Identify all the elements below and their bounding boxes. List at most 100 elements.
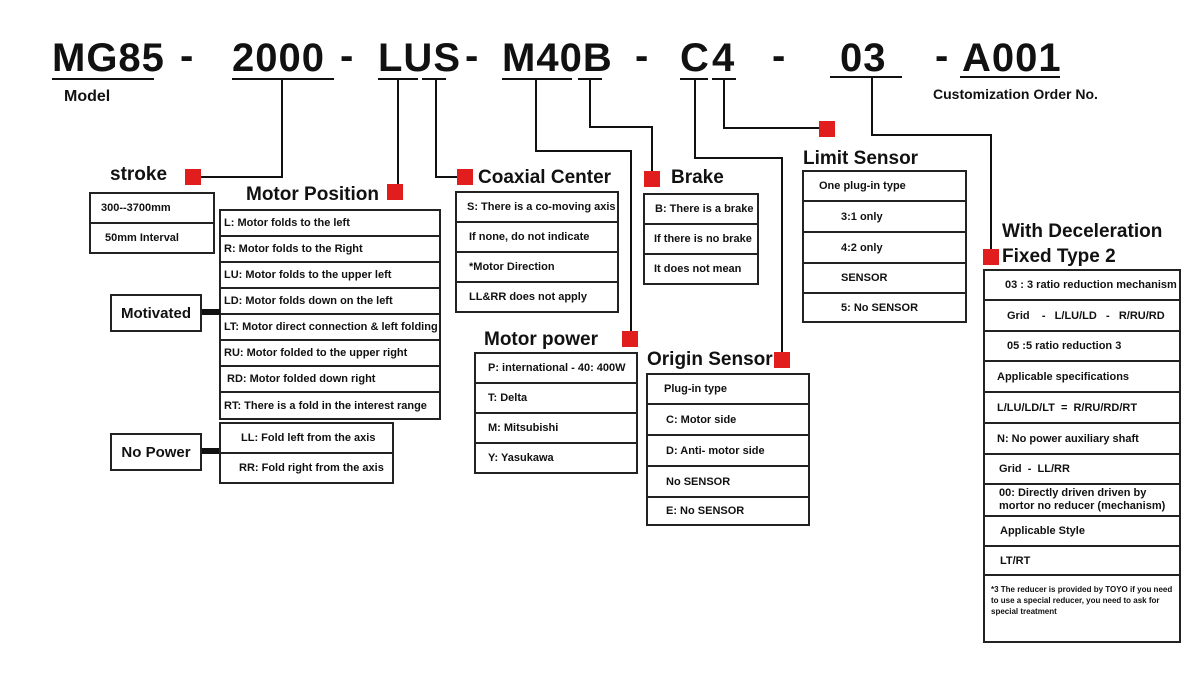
underline-coaxial <box>422 78 446 80</box>
table-row: Applicable Style <box>985 517 1179 547</box>
table-row: 4:2 only <box>804 233 965 264</box>
marker-stroke <box>185 169 201 185</box>
table-row: Grid - L/LU/LD - R/RU/RD <box>985 301 1179 332</box>
table-row: One plug-in type <box>804 172 965 202</box>
code-origin: C <box>680 36 710 80</box>
separator: - <box>935 34 949 78</box>
table-row: LT: Motor direct connection & left foldi… <box>221 315 439 341</box>
connector-brake <box>589 78 653 172</box>
table-row: L/LU/LD/LT = R/RU/RD/RT <box>985 393 1179 424</box>
separator: - <box>772 34 786 78</box>
marker-deceleration <box>983 249 999 265</box>
connector-no-power <box>202 448 220 454</box>
underline-power <box>502 78 572 80</box>
underline-limit <box>712 78 736 80</box>
code-stroke: 2000 <box>232 36 325 80</box>
table-row: *Motor Direction <box>457 253 617 283</box>
separator: - <box>635 34 649 78</box>
table-row: P: international - 40: 400W <box>476 354 636 384</box>
table-coaxial: S: There is a co-moving axis If none, do… <box>455 191 619 313</box>
table-row: LL&RR does not apply <box>469 291 587 303</box>
connector-origin-sensor <box>694 78 783 352</box>
code-deceleration: 03 <box>840 36 887 80</box>
code-position: LUS <box>378 36 461 80</box>
marker-brake <box>644 171 660 187</box>
table-origin-sensor: Plug-in type C: Motor side D: Anti- moto… <box>646 373 810 526</box>
table-row: 300--3700mm <box>91 194 213 224</box>
title-stroke: stroke <box>110 164 168 185</box>
table-row: RU: Motor folded to the upper right <box>221 341 439 367</box>
underline-origin <box>680 78 708 80</box>
title-origin-sensor: Origin Sensor <box>647 349 773 370</box>
title-deceleration-2: Fixed Type 2 <box>1002 246 1116 267</box>
marker-motor-position <box>387 184 403 200</box>
table-row: 00: Directly driven driven by mortor no … <box>985 485 1179 517</box>
title-brake: Brake <box>671 167 724 188</box>
marker-coaxial <box>457 169 473 185</box>
table-row: N: No power auxiliary shaft <box>985 424 1179 455</box>
title-motor-position: Motor Position <box>246 184 379 205</box>
table-row: Plug-in type <box>648 375 808 405</box>
connector-coaxial <box>435 78 458 178</box>
table-row: RD: Motor folded down right <box>221 367 439 393</box>
table-stroke: 300--3700mm 50mm Interval <box>89 192 215 254</box>
table-row: LT/RT <box>985 547 1179 576</box>
table-motor-power: P: international - 40: 400W T: Delta M: … <box>474 352 638 474</box>
code-model: MG85 <box>52 36 165 80</box>
table-row: Grid - LL/RR <box>985 455 1179 485</box>
table-row: 05 :5 ratio reduction 3 <box>985 332 1179 362</box>
separator: - <box>340 34 354 78</box>
label-model: Model <box>64 88 111 105</box>
table-row: S: There is a co-moving axis <box>457 193 617 223</box>
table-row: RR: Fold right from the axis <box>239 462 384 474</box>
table-row: 03 : 3 ratio reduction mechanism <box>985 271 1179 301</box>
connector-motor-power <box>535 78 632 332</box>
table-row: LL: Fold left from the axis <box>221 424 392 454</box>
table-row: RT: There is a fold in the interest rang… <box>224 399 427 412</box>
separator: - <box>180 34 194 78</box>
table-row: 5: No SENSOR <box>841 301 919 314</box>
table-row: 3:1 only <box>804 202 965 233</box>
table-row: C: Motor side <box>648 405 808 436</box>
table-limit-sensor: One plug-in type 3:1 only 4:2 only SENSO… <box>802 170 967 323</box>
connector-limit-sensor <box>723 78 819 129</box>
table-no-power: LL: Fold left from the axis RR: Fold rig… <box>219 422 394 484</box>
connector-motivated <box>202 309 220 315</box>
code-limit: 4 <box>712 36 736 80</box>
table-row: 50mm Interval <box>105 232 179 244</box>
table-row: E: No SENSOR <box>666 505 745 517</box>
underline-model <box>52 78 154 80</box>
table-row: Y: Yasukawa <box>488 452 554 464</box>
code-power-brake: M40B <box>502 36 613 80</box>
table-row: Applicable specifications <box>985 362 1179 393</box>
table-row: D: Anti- motor side <box>648 436 808 467</box>
table-row: M: Mitsubishi <box>476 414 636 444</box>
tag-motivated: Motivated <box>110 294 202 332</box>
underline-stroke <box>232 78 334 80</box>
separator: - <box>465 34 479 78</box>
code-custom-order: A001 <box>962 36 1062 80</box>
underline-brake <box>578 78 602 80</box>
table-brake: B: There is a brake If there is no brake… <box>643 193 759 285</box>
underline-custom-order <box>960 76 1060 78</box>
title-deceleration-1: With Deceleration <box>1002 221 1163 242</box>
table-row: L: Motor folds to the left <box>221 211 439 237</box>
table-row: LD: Motor folds down on the left <box>221 289 439 315</box>
underline-deceleration <box>830 76 902 78</box>
marker-origin-sensor <box>774 352 790 368</box>
table-row: LU: Motor folds to the upper left <box>221 263 439 289</box>
title-coaxial: Coaxial Center <box>478 167 612 188</box>
table-row: If none, do not indicate <box>457 223 617 253</box>
title-motor-power: Motor power <box>484 329 598 350</box>
table-row: SENSOR <box>804 264 965 294</box>
table-motor-position: L: Motor folds to the left R: Motor fold… <box>219 209 441 420</box>
table-row: T: Delta <box>476 384 636 414</box>
title-limit-sensor: Limit Sensor <box>803 148 919 169</box>
table-row: No SENSOR <box>648 467 808 498</box>
connector-stroke <box>201 78 283 178</box>
table-row: If there is no brake <box>645 225 757 255</box>
underline-position <box>378 78 418 80</box>
label-custom-order: Customization Order No. <box>933 86 1098 102</box>
tag-no-power: No Power <box>110 433 202 471</box>
